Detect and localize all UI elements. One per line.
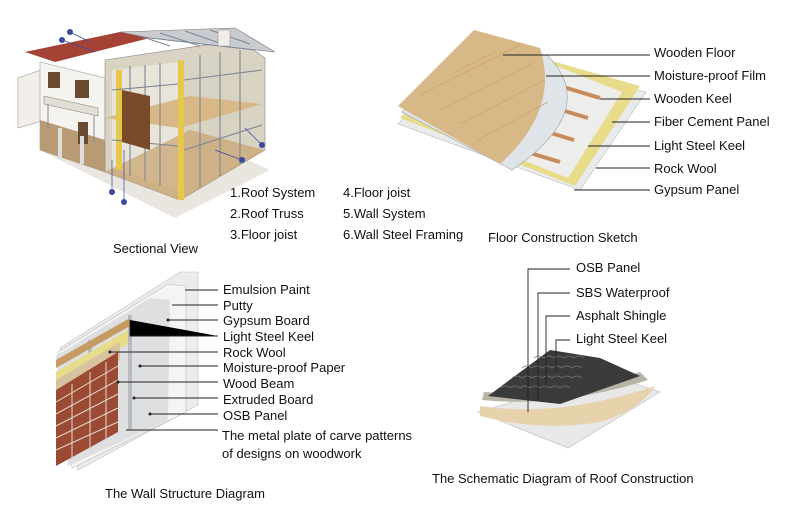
wall-illustration (56, 272, 218, 470)
legend-wall-steel-framing: 6.Wall Steel Framing (343, 227, 463, 242)
wall-label-extruded-board: Extruded Board (223, 392, 313, 407)
roof-label-asphalt-shingle: Asphalt Shingle (576, 308, 666, 323)
wall-label-light-steel-keel: Light Steel Keel (223, 329, 314, 344)
roof-label-light-steel-keel: Light Steel Keel (576, 331, 667, 346)
legend-floor-joist-a: 3.Floor joist (230, 227, 297, 242)
legend-roof-system: 1.Roof System (230, 185, 315, 200)
legend-wall-system: 5.Wall System (343, 206, 426, 221)
wall-label-rock-wool: Rock Wool (223, 345, 286, 360)
wall-label-metal-plate: The metal plate of carve patterns (222, 428, 412, 443)
floor-label-gypsum-panel: Gypsum Panel (654, 182, 739, 197)
roof-caption: The Schematic Diagram of Roof Constructi… (432, 471, 694, 486)
roof-label-osb-panel: OSB Panel (576, 260, 640, 275)
floor-label-moisture-film: Moisture-proof Film (654, 68, 766, 83)
floor-label-wooden-floor: Wooden Floor (654, 45, 735, 60)
wall-label-metal-plate-cont: of designs on woodwork (222, 446, 361, 461)
wall-label-osb-panel: OSB Panel (223, 408, 287, 423)
roof-label-sbs-waterproof: SBS Waterproof (576, 285, 669, 300)
floor-label-fiber-cement: Fiber Cement Panel (654, 114, 770, 129)
legend-floor-joist-b: 4.Floor joist (343, 185, 410, 200)
wall-label-putty: Putty (223, 298, 253, 313)
wall-label-gypsum-board: Gypsum Board (223, 313, 310, 328)
wall-label-moisture-paper: Moisture-proof Paper (223, 360, 345, 375)
wall-caption: The Wall Structure Diagram (105, 486, 265, 501)
legend-roof-truss: 2.Roof Truss (230, 206, 304, 221)
floor-label-light-steel-keel: Light Steel Keel (654, 138, 745, 153)
floor-label-rock-wool: Rock Wool (654, 161, 717, 176)
wall-label-wood-beam: Wood Beam (223, 376, 294, 391)
sectional-view-caption: Sectional View (113, 241, 198, 256)
floor-label-wooden-keel: Wooden Keel (654, 91, 732, 106)
floor-caption: Floor Construction Sketch (488, 230, 638, 245)
floor-illustration (398, 30, 650, 190)
wall-label-emulsion-paint: Emulsion Paint (223, 282, 310, 297)
